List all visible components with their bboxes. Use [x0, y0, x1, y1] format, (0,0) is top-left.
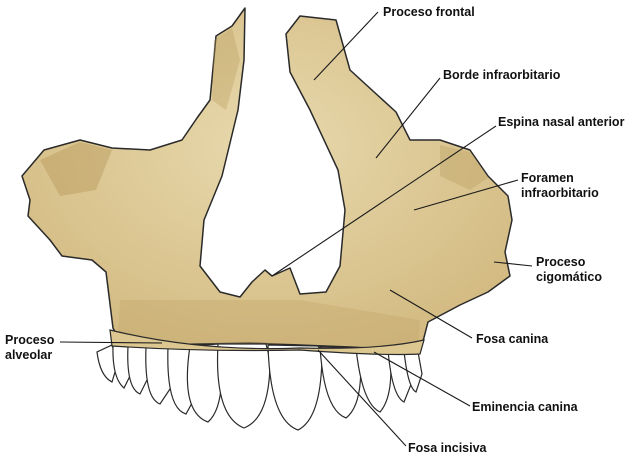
tooth-incisor: [218, 344, 270, 428]
label-borde-infraorbitario: Borde infraorbitario: [443, 68, 560, 83]
tooth: [128, 346, 148, 394]
tooth-incisor: [320, 347, 361, 418]
label-foramen-line2: infraorbitario: [521, 186, 599, 201]
label-foramen-line1: Foramen: [521, 171, 599, 186]
tooth-incisor: [268, 345, 322, 430]
label-proceso-cigomatico: Proceso cigomático: [536, 255, 602, 285]
tooth-canine: [187, 344, 222, 422]
label-fosa-canina: Fosa canina: [476, 332, 548, 347]
label-alveolar-line1: Proceso: [5, 333, 54, 348]
tooth-canine: [356, 348, 391, 412]
label-espina-nasal-anterior: Espina nasal anterior: [498, 115, 624, 130]
teeth: [97, 344, 422, 430]
label-fosa-incisiva: Fosa incisiva: [408, 441, 487, 456]
label-proceso-frontal: Proceso frontal: [383, 5, 475, 20]
label-alveolar-line2: alveolar: [5, 348, 54, 363]
label-cigomatico-line2: cigomático: [536, 270, 602, 285]
label-eminencia-canina: Eminencia canina: [472, 400, 578, 415]
label-proceso-alveolar: Proceso alveolar: [5, 333, 54, 363]
label-foramen-infraorbitario: Foramen infraorbitario: [521, 171, 599, 201]
label-cigomatico-line1: Proceso: [536, 255, 602, 270]
